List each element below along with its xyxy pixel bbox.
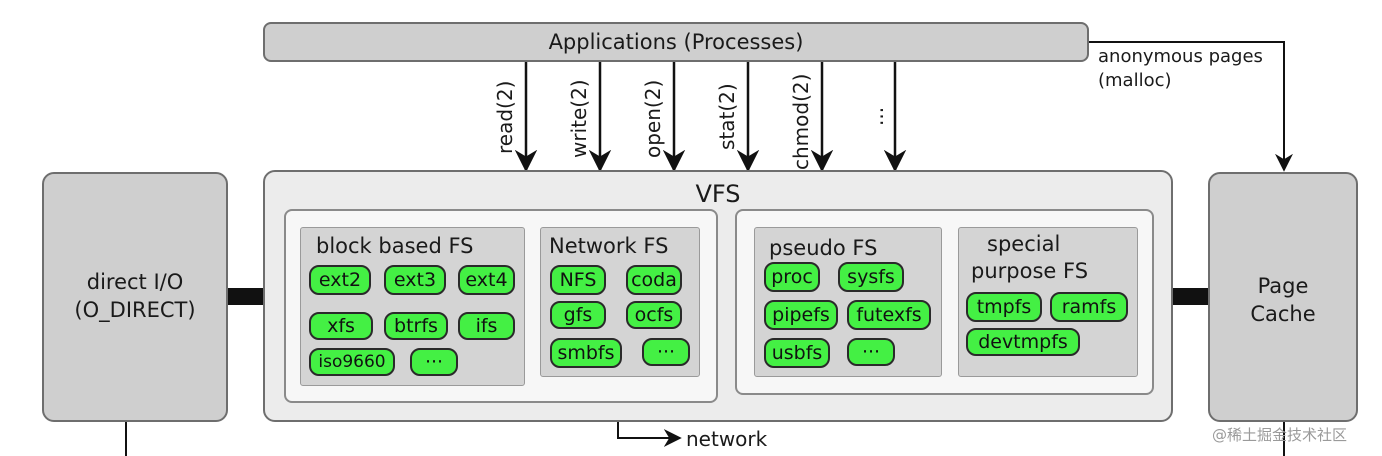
watermark: @稀土掘金技术社区 — [1212, 426, 1348, 444]
direct-io-box: direct I/O (O_DIRECT) — [42, 172, 228, 422]
fs-nfs: NFS — [550, 265, 606, 295]
fs-pseudo-more: ··· — [847, 338, 895, 366]
pseudo-fs-title: pseudo FS — [769, 236, 878, 260]
fs-block-more: ··· — [410, 348, 458, 376]
fs-ocfs: ocfs — [626, 301, 682, 329]
vfs-title: VFS — [695, 180, 741, 208]
fs-ramfs: ramfs — [1050, 292, 1128, 322]
syscall-open-label: open(2) — [641, 79, 665, 158]
syscall-more-label: ... — [864, 106, 888, 126]
special-fs-title-2: purpose FS — [971, 259, 1089, 283]
direct-io-label-1: direct I/O — [86, 270, 184, 294]
direct-io-connector — [226, 288, 264, 305]
syscall-read-label: read(2) — [493, 80, 517, 154]
fs-sysfs: sysfs — [838, 262, 904, 292]
fs-usbfs: usbfs — [764, 338, 830, 368]
anonymous-pages-label-2: (malloc) — [1098, 70, 1172, 91]
special-fs-title-1: special — [987, 232, 1061, 256]
fs-devtmpfs: devtmpfs — [966, 328, 1080, 356]
fs-ext3: ext3 — [384, 265, 446, 295]
page-cache-box: Page Cache — [1208, 172, 1358, 422]
syscall-stat-label: stat(2) — [715, 83, 739, 150]
fs-gfs: gfs — [550, 301, 606, 329]
block-fs-title: block based FS — [316, 234, 474, 258]
fs-iso9660: iso9660 — [309, 348, 395, 376]
network-label: network — [686, 427, 768, 451]
page-cache-connector — [1172, 288, 1210, 305]
fs-proc: proc — [764, 262, 820, 292]
fs-smbfs: smbfs — [550, 338, 622, 368]
fs-pipefs: pipefs — [764, 300, 838, 330]
fs-network-more: ··· — [642, 338, 690, 366]
applications-box: Applications (Processes) — [263, 22, 1089, 62]
network-fs-title: Network FS — [549, 234, 669, 258]
fs-ifs: ifs — [458, 312, 515, 340]
syscall-chmod-label: chmod(2) — [789, 73, 813, 170]
page-cache-label-2: Cache — [1250, 302, 1316, 326]
fs-xfs: xfs — [309, 312, 373, 340]
anonymous-pages-label-1: anonymous pages — [1098, 46, 1263, 67]
fs-ext4: ext4 — [458, 265, 515, 295]
fs-tmpfs: tmpfs — [966, 292, 1042, 322]
fs-btrfs: btrfs — [384, 312, 448, 340]
fs-ext2: ext2 — [309, 265, 371, 295]
page-cache-label-1: Page — [1257, 274, 1309, 298]
syscall-write-label: write(2) — [567, 79, 591, 158]
anonymous-pages-arrow — [1088, 41, 1293, 172]
fs-coda: coda — [626, 265, 682, 295]
fs-futexfs: futexfs — [847, 300, 931, 330]
direct-io-label-2: (O_DIRECT) — [74, 298, 196, 322]
applications-label: Applications (Processes) — [548, 30, 804, 54]
